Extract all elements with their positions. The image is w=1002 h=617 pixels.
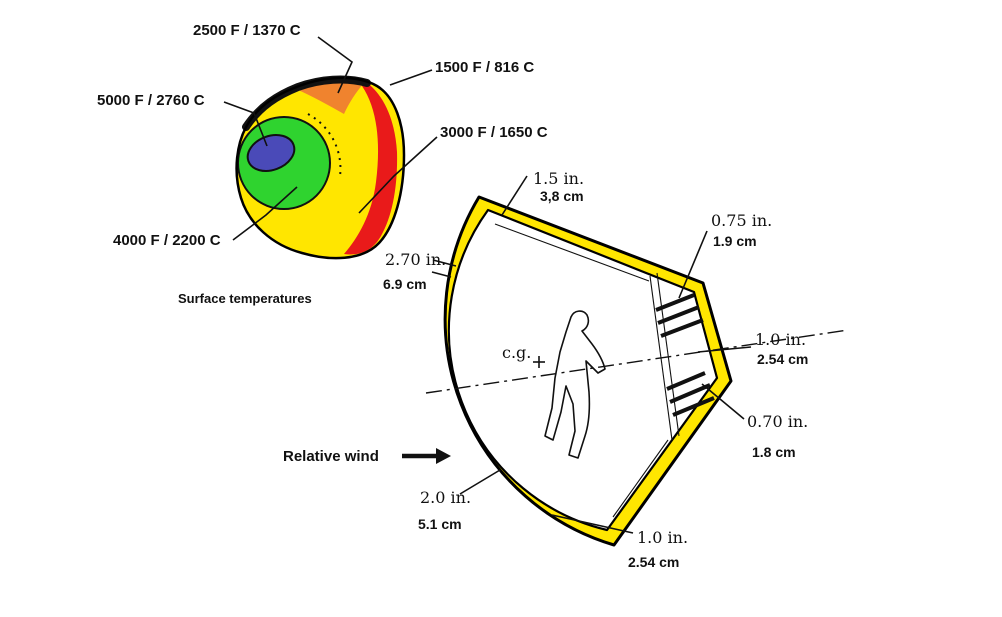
- astronaut-figure: [544, 310, 606, 459]
- temp-label-3000: 3000 F / 1650 C: [440, 124, 548, 141]
- dim-heat-shield-metric: 6.9 cm: [383, 276, 427, 292]
- leader-line-2500: [317, 36, 353, 94]
- centerline: [425, 329, 849, 394]
- cg-cross-icon: [533, 356, 545, 368]
- leader-aft-lower: [701, 383, 745, 420]
- dim-aft-lower-metric: 1.8 cm: [752, 444, 796, 460]
- capsule-outline: [235, 76, 406, 260]
- leader-heat-shield-1: [432, 259, 457, 267]
- leader-line-5000: [223, 101, 268, 147]
- leader-line-1500: [389, 69, 433, 86]
- dim-aft-end-metric: 2.54 cm: [757, 351, 808, 367]
- dim-lower-shell-metric: 5.1 cm: [418, 516, 462, 532]
- dim-aft-upper-inches: 0.75 in.: [711, 211, 772, 230]
- relative-wind-arrow-icon: [402, 448, 451, 464]
- cg-label: c.g.: [502, 343, 531, 362]
- bulkhead-line-2: [656, 272, 680, 437]
- dim-lower-shell-inches: 2.0 in.: [420, 488, 471, 507]
- leader-lower-shell: [459, 469, 501, 495]
- leader-line-4000: [232, 186, 298, 241]
- temp-label-1500: 1500 F / 816 C: [435, 59, 534, 76]
- dim-bottom-shell-inches: 1.0 in.: [637, 528, 688, 547]
- capsule-zone-orange: [296, 79, 364, 114]
- zone-boundary-dashes: [307, 113, 342, 177]
- inner-skin-top: [494, 223, 650, 282]
- dim-top-shell-inches: 1.5 in.: [533, 169, 584, 188]
- dim-top-shell-metric: 3,8 cm: [540, 188, 584, 204]
- leader-line-3000: [358, 136, 438, 214]
- temp-label-5000: 5000 F / 2760 C: [97, 92, 205, 109]
- leader-top-shell: [501, 175, 528, 216]
- aft-lower-hatch-panel: [666, 371, 715, 417]
- cross-section-diagram: c.g. Relative wind 1.5 in. 3,8 cm 0.75 i…: [283, 169, 849, 570]
- capsule-zone-blue: [246, 134, 296, 172]
- dim-heat-shield-inches: 2.70 in.: [385, 250, 446, 269]
- relative-wind-label: Relative wind: [283, 448, 379, 465]
- leader-heat-shield-2: [431, 271, 452, 278]
- temp-label-4000: 4000 F / 2200 C: [113, 232, 221, 249]
- dim-aft-upper-metric: 1.9 cm: [713, 233, 757, 249]
- dim-bottom-shell-metric: 2.54 cm: [628, 554, 679, 570]
- leader-aft-end: [697, 346, 752, 353]
- aft-upper-hatch-panel: [655, 293, 704, 338]
- capsule-zone-red: [344, 82, 398, 255]
- surface-temperatures-caption: Surface temperatures: [178, 291, 312, 306]
- dim-aft-lower-inches: 0.70 in.: [747, 412, 808, 431]
- leader-aft-upper: [678, 230, 708, 299]
- dim-aft-end-inches: 1.0 in.: [755, 330, 806, 349]
- leader-bottom-shell: [551, 514, 634, 534]
- temp-label-2500: 2500 F / 1370 C: [193, 22, 301, 39]
- surface-temperature-diagram: 2500 F / 1370 C 1500 F / 816 C 5000 F / …: [97, 22, 548, 306]
- inner-skin-bottom: [612, 439, 669, 518]
